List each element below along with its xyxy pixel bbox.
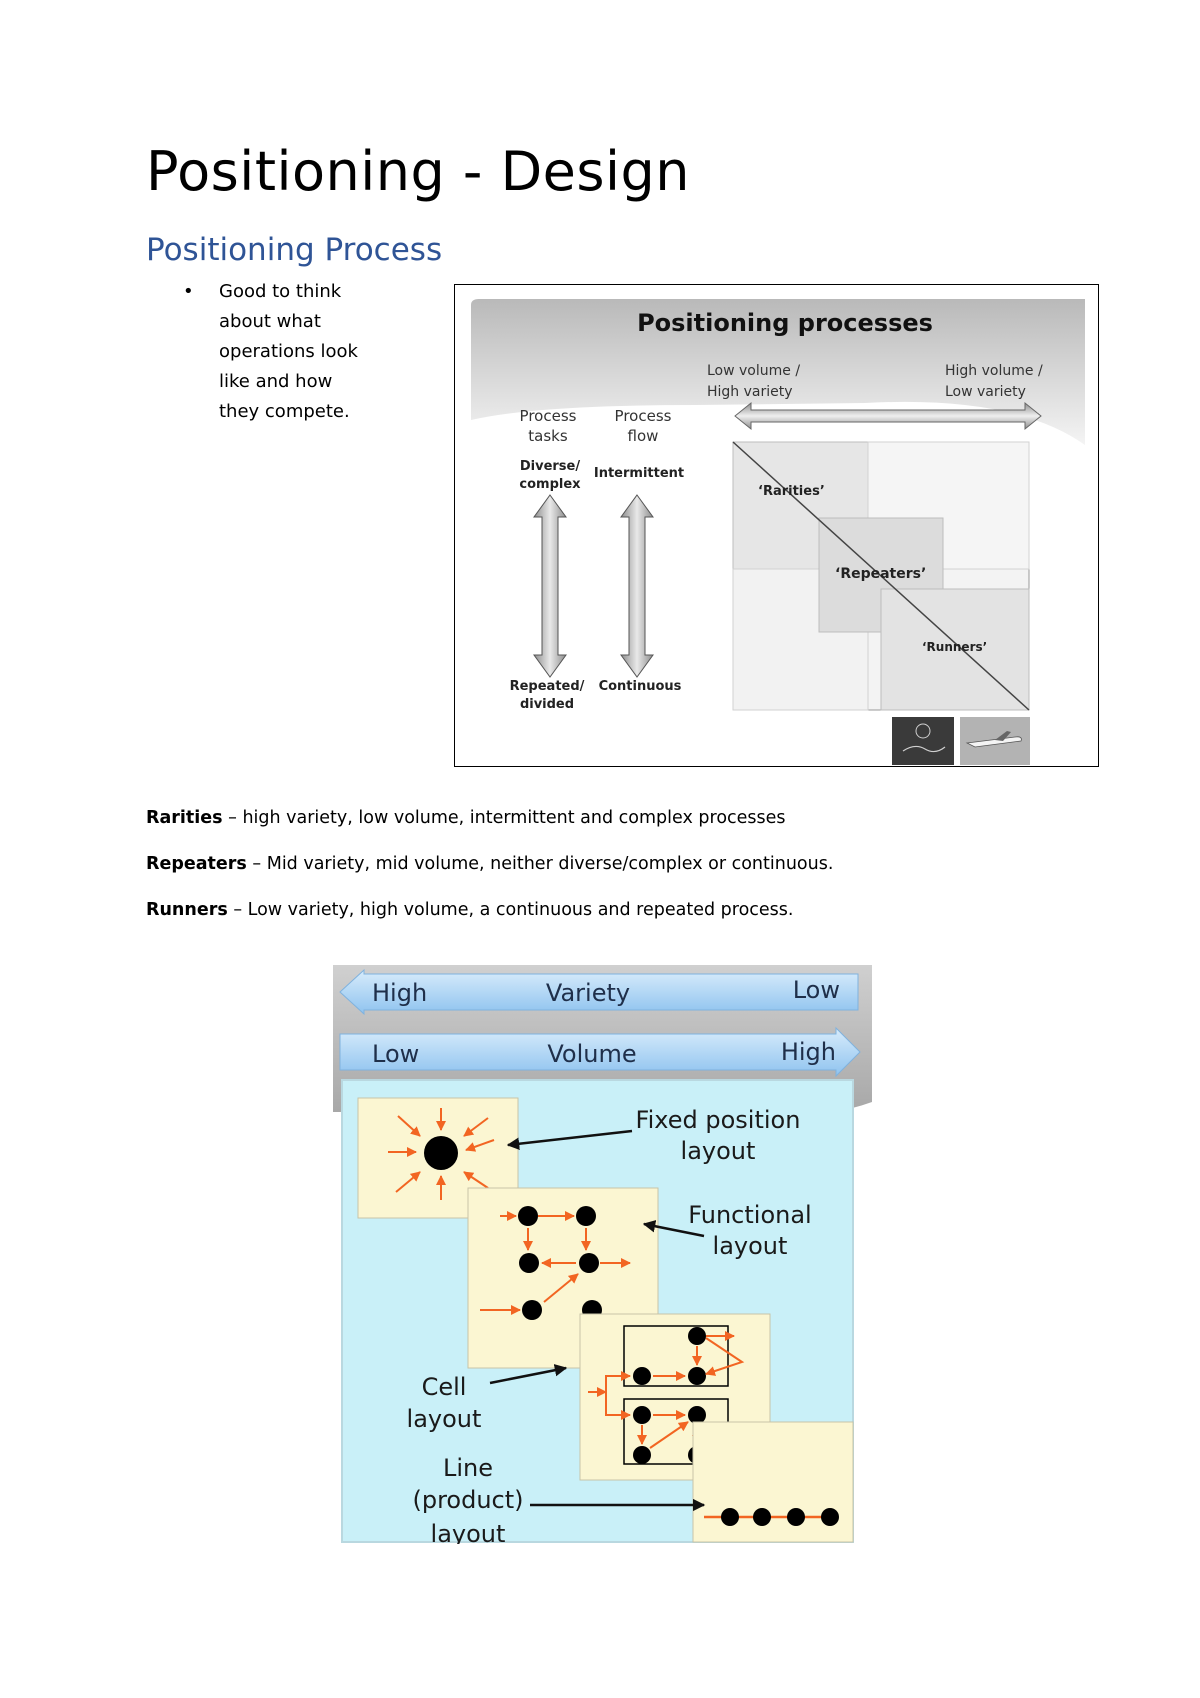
- definition-rarities: Rarities – high variety, low volume, int…: [146, 806, 786, 830]
- line-label-2: (product): [412, 1486, 523, 1514]
- variety-band: [339, 968, 859, 1016]
- definition-text: – high variety, low volume, intermittent…: [222, 808, 786, 828]
- section-title: Positioning Process: [146, 232, 443, 268]
- cell-label-1: Cell: [422, 1373, 467, 1401]
- bullet-list: Good to think about what operations look…: [183, 277, 363, 427]
- volume-band: [339, 1026, 861, 1078]
- high-volume-label-2: Low variety: [945, 384, 1026, 400]
- high-volume-label-1: High volume /: [945, 363, 1043, 379]
- continuous-label: Continuous: [599, 679, 682, 694]
- runners-label: ‘Runners’: [922, 640, 987, 654]
- flow-arrow: [620, 494, 654, 678]
- definition-repeaters: Repeaters – Mid variety, mid volume, nei…: [146, 852, 833, 876]
- volume-high-label: High: [781, 1038, 836, 1066]
- term-repeaters: Repeaters: [146, 854, 247, 874]
- line-label-3: layout: [431, 1520, 506, 1544]
- functional-pointer: [642, 1220, 705, 1238]
- rarities-label: ‘Rarities’: [758, 484, 825, 499]
- variety-high-label: High: [372, 979, 427, 1007]
- functional-label-1: Functional: [688, 1201, 811, 1229]
- matrix-diagonal: [732, 441, 1030, 711]
- low-volume-label-2: High variety: [707, 384, 793, 400]
- cell-frame-top: [623, 1325, 729, 1387]
- definition-text: – Mid variety, mid volume, neither diver…: [246, 854, 834, 874]
- volume-arrow: [734, 401, 1042, 431]
- line-label-1: Line: [443, 1454, 493, 1482]
- header-band: [471, 299, 1085, 445]
- process-flow-label-1: Process: [615, 407, 672, 425]
- repeated-label-2: divided: [520, 697, 574, 712]
- thumbnail-logo-image: [892, 717, 954, 765]
- process-tasks-label-2: tasks: [528, 427, 568, 445]
- figure-title: Positioning processes: [637, 309, 933, 337]
- layout-types-figure: High Variety Low Low Volume High Fixed p…: [330, 962, 872, 1544]
- volume-center-label: Volume: [547, 1040, 636, 1068]
- definition-text: – Low variety, high volume, a continuous…: [227, 900, 794, 920]
- term-runners: Runners: [146, 900, 228, 920]
- definition-runners: Runners – Low variety, high volume, a co…: [146, 898, 793, 922]
- cell-label-2: layout: [407, 1405, 482, 1433]
- cell-pointer: [489, 1364, 568, 1385]
- fixed-position-label-1: Fixed position: [636, 1106, 801, 1134]
- variety-center-label: Variety: [546, 979, 630, 1007]
- variety-low-label: Low: [793, 976, 840, 1004]
- process-tasks-label-1: Process: [520, 407, 577, 425]
- runners-box: [880, 588, 1030, 711]
- term-rarities: Rarities: [146, 808, 223, 828]
- functional-label-2: layout: [713, 1232, 788, 1260]
- fixed-position-pointer: [506, 1129, 633, 1150]
- tasks-arrow: [533, 494, 567, 678]
- process-flow-label-2: flow: [628, 427, 659, 445]
- fixed-position-label-2: layout: [681, 1137, 756, 1165]
- diverse-label-2: complex: [519, 477, 581, 492]
- diverse-label-1: Diverse/: [520, 459, 581, 474]
- repeaters-label: ‘Repeaters’: [835, 566, 926, 582]
- low-volume-label-1: Low volume /: [707, 363, 800, 379]
- positioning-processes-figure: Positioning processes Low volume / High …: [454, 284, 1099, 767]
- list-item: Good to think about what operations look…: [183, 277, 363, 427]
- repeated-label-1: Repeated/: [510, 679, 585, 694]
- intermittent-label: Intermittent: [594, 466, 684, 481]
- volume-low-label: Low: [372, 1040, 419, 1068]
- page-title: Positioning - Design: [146, 140, 691, 203]
